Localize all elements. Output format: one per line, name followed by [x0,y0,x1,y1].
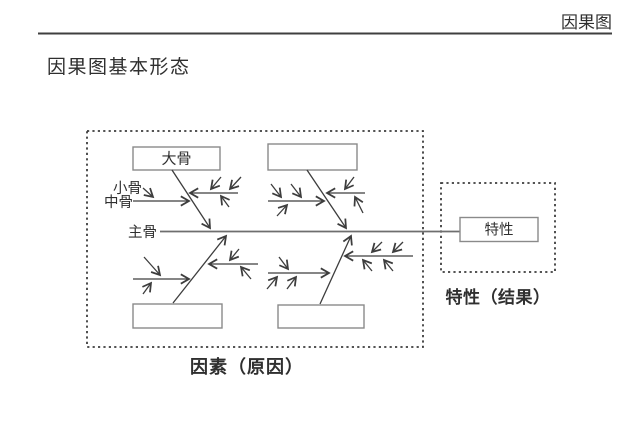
small-bone-tr-2 [290,183,303,199]
big-bone-box-bottom-right [277,304,365,329]
small-bone-label: 小骨 [113,180,142,197]
small-bone-br-7 [382,258,394,272]
factors-dashed-box [86,130,424,348]
small-bone-tr-1 [270,183,283,199]
result-caption: 特性（结果） [446,287,551,307]
big-bone-box-top-right [267,143,358,171]
small-bone-tl-1 [209,176,222,191]
small-bone-br-5 [391,241,404,254]
small-bone-br-3 [286,275,298,290]
big-bone-top-right [306,169,347,230]
main-bone-label: 主骨 [128,224,157,241]
characteristic-box [459,216,539,243]
factors-caption: 因素（原因） [190,357,304,377]
small-bone-bl-2 [142,281,153,295]
small-bone-br-6 [361,258,373,272]
small-bone-tr-5 [353,195,364,214]
middle-bone-label: 中骨 [104,194,133,211]
big-bone-box-top-left [132,146,221,171]
small-bone-label-pointer [142,187,155,199]
big-bone-box-bottom-left [132,303,223,329]
page-title: 因果图基本形态 [47,56,191,78]
characteristic-box-label: 特性 [485,222,514,239]
small-bone-bl-3 [228,248,240,262]
small-bone-br-1 [278,256,290,271]
big-bone-box-label: 大骨 [161,151,191,168]
small-bone-tr-4 [343,176,355,191]
small-bone-tl-3 [219,194,230,208]
small-bone-tr-3 [276,203,289,217]
small-bone-br-2 [266,275,279,290]
small-bone-br-4 [370,241,383,254]
page-corner-label: 因果图 [561,13,612,32]
small-bone-bl-4 [239,265,252,280]
result-dashed-box [440,182,556,273]
big-bone-top-left [171,169,211,230]
big-bone-bottom-left [172,234,228,304]
small-bone-tl-2 [228,176,242,191]
big-bone-bottom-right [319,234,353,305]
small-bone-bl-1 [143,256,162,277]
